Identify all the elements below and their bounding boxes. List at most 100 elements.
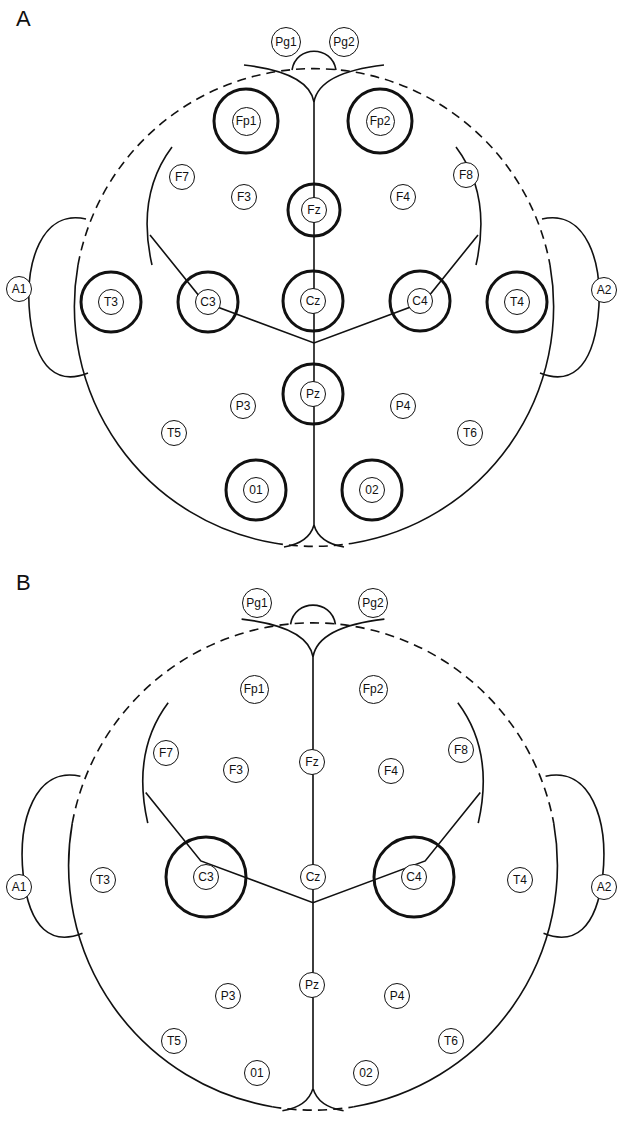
electrode-label: Pg2 bbox=[333, 36, 354, 48]
electrode-label: T6 bbox=[463, 427, 477, 439]
electrode-label: 01 bbox=[250, 1067, 263, 1079]
electrode-label: Fp1 bbox=[236, 115, 257, 127]
electrode-label: 02 bbox=[365, 484, 378, 496]
electrode-circle: Fz bbox=[301, 197, 327, 223]
electrode-label: F7 bbox=[175, 171, 189, 183]
electrode-circle: T3 bbox=[98, 289, 124, 315]
electrode-circle: F8 bbox=[453, 162, 479, 188]
electrode-circle: Pg2 bbox=[358, 588, 388, 618]
electrode-label: Pg1 bbox=[275, 36, 296, 48]
electrode-label: T4 bbox=[513, 874, 527, 886]
electrode-label: Fp1 bbox=[244, 683, 265, 695]
electrode-label: F7 bbox=[159, 747, 173, 759]
highlight-ring bbox=[374, 837, 454, 917]
electrode-circle: Cz bbox=[300, 288, 326, 314]
head-b bbox=[22, 605, 604, 1111]
electrode-label: F4 bbox=[384, 765, 398, 777]
electrode-circle: C3 bbox=[195, 289, 221, 315]
electrode-label: F4 bbox=[396, 191, 410, 203]
highlight-ring bbox=[283, 364, 343, 424]
electrode-label: F8 bbox=[454, 744, 468, 756]
highlight-ring bbox=[487, 272, 547, 332]
electrode-circle: F4 bbox=[378, 758, 404, 784]
electrode-label: P4 bbox=[390, 990, 405, 1002]
electrode-circle: F7 bbox=[169, 164, 195, 190]
electrode-circle: T3 bbox=[90, 867, 116, 893]
electrode-label: C4 bbox=[406, 871, 421, 883]
electrode-label: T6 bbox=[444, 1035, 458, 1047]
electrode-label: Pz bbox=[306, 388, 320, 400]
electrode-label: T3 bbox=[96, 874, 110, 886]
highlight-ring bbox=[288, 184, 340, 236]
electrode-circle: P4 bbox=[390, 393, 416, 419]
electrode-label: Pg1 bbox=[246, 597, 267, 609]
electrode-label: C3 bbox=[198, 871, 213, 883]
electrode-circle: Fz bbox=[299, 749, 325, 775]
electrode-circle: T6 bbox=[457, 420, 483, 446]
highlight-ring bbox=[342, 460, 402, 520]
electrode-circle: P4 bbox=[384, 983, 410, 1009]
highlight-ring bbox=[166, 837, 246, 917]
electrode-circle: T5 bbox=[161, 420, 187, 446]
electrode-circle: Pg1 bbox=[242, 588, 272, 618]
electrode-label: Cz bbox=[306, 295, 321, 307]
highlight-ring bbox=[178, 272, 238, 332]
electrode-label: T5 bbox=[167, 427, 181, 439]
electrode-label: 02 bbox=[359, 1067, 372, 1079]
electrode-label: F3 bbox=[237, 191, 251, 203]
electrode-circle: 02 bbox=[359, 477, 385, 503]
panel-label: A bbox=[16, 6, 31, 32]
electrode-label: T4 bbox=[510, 296, 524, 308]
electrode-circle: Pg1 bbox=[271, 27, 301, 57]
electrode-circle: C4 bbox=[401, 864, 427, 890]
electrode-circle: Fp1 bbox=[232, 107, 261, 136]
electrode-circle: Pz bbox=[300, 381, 326, 407]
electrode-label: Pz bbox=[305, 979, 319, 991]
highlight-ring bbox=[283, 271, 343, 331]
electrode-label: T5 bbox=[167, 1035, 181, 1047]
electrode-label: Fz bbox=[305, 756, 318, 768]
electrode-label: P3 bbox=[236, 400, 251, 412]
electrode-label: A2 bbox=[597, 881, 612, 893]
electrode-circle: F8 bbox=[448, 737, 474, 763]
electrode-label: Pg2 bbox=[362, 597, 383, 609]
electrode-circle: Cz bbox=[300, 864, 326, 890]
electrode-circle: Fp2 bbox=[366, 107, 395, 136]
electrode-circle: Fp2 bbox=[359, 675, 388, 704]
highlight-ring bbox=[390, 271, 450, 331]
electrode-circle: T6 bbox=[438, 1028, 464, 1054]
electrode-circle: C3 bbox=[193, 864, 219, 890]
electrode-label: F8 bbox=[459, 169, 473, 181]
electrode-circle: P3 bbox=[215, 983, 241, 1009]
electrode-circle: A1 bbox=[6, 276, 32, 302]
electrode-circle: T5 bbox=[161, 1028, 187, 1054]
electrode-circle: Pz bbox=[299, 972, 325, 998]
panel-label: B bbox=[16, 570, 31, 596]
electrode-label: F3 bbox=[229, 764, 243, 776]
highlight-ring bbox=[214, 89, 278, 153]
electrode-label: C3 bbox=[200, 296, 215, 308]
electrode-circle: F4 bbox=[390, 184, 416, 210]
head-a bbox=[29, 51, 599, 547]
electrode-label: Fp2 bbox=[370, 115, 391, 127]
electrode-circle: F3 bbox=[231, 184, 257, 210]
highlight-ring bbox=[81, 272, 141, 332]
electrode-circle: 02 bbox=[353, 1060, 379, 1086]
highlight-ring bbox=[348, 89, 412, 153]
electrode-label: Fp2 bbox=[363, 683, 384, 695]
electrode-circle: A1 bbox=[6, 874, 32, 900]
electrode-label: Fz bbox=[307, 204, 320, 216]
electrode-circle: C4 bbox=[407, 288, 433, 314]
electrode-circle: T4 bbox=[507, 867, 533, 893]
electrode-circle: F3 bbox=[223, 757, 249, 783]
electrode-label: P3 bbox=[221, 990, 236, 1002]
highlight-ring bbox=[226, 460, 286, 520]
electrode-circle: A2 bbox=[591, 277, 617, 303]
electrode-circle: P3 bbox=[230, 393, 256, 419]
electrode-label: Cz bbox=[306, 871, 321, 883]
electrode-label: 01 bbox=[249, 484, 262, 496]
electrode-circle: T4 bbox=[504, 289, 530, 315]
electrode-label: A1 bbox=[12, 881, 27, 893]
electrode-label: A1 bbox=[12, 283, 27, 295]
